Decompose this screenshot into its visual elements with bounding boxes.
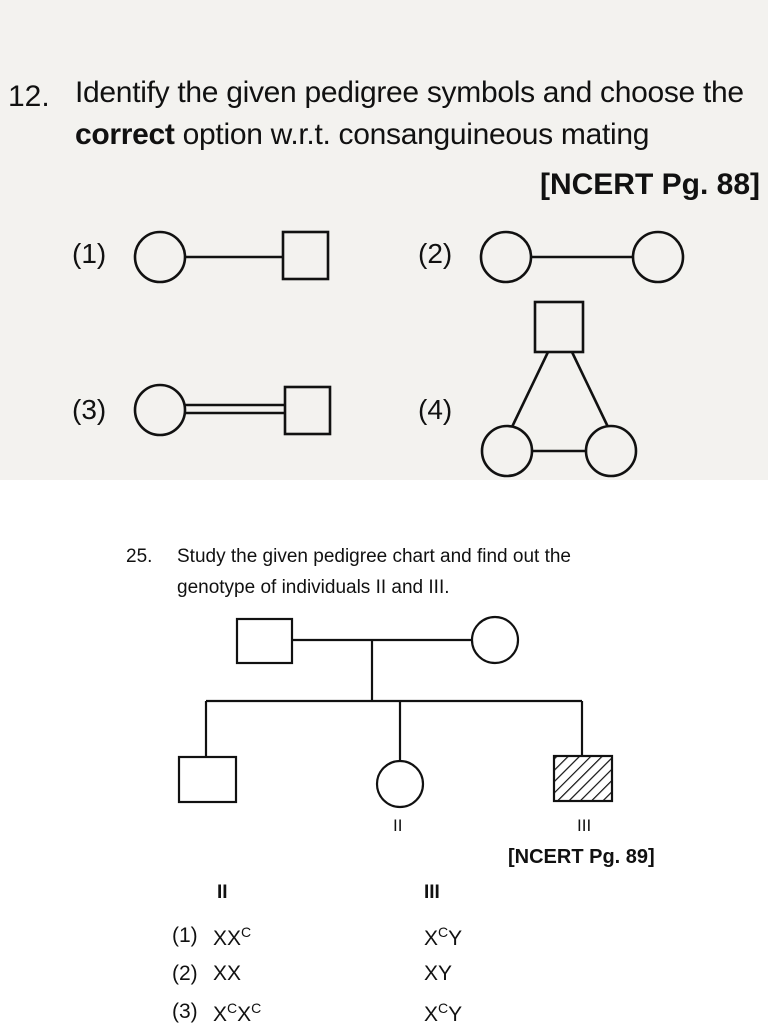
question-25-text-line2: genotype of individuals II and III. <box>177 577 450 598</box>
daughter-ii-symbol <box>375 759 425 809</box>
mother-symbol <box>470 615 520 665</box>
option-4-label: (4) <box>418 394 453 425</box>
option-2-label: (2) <box>418 238 453 269</box>
answer-2-genotype-ii: XX <box>213 962 242 985</box>
option-1-symbol <box>133 230 330 284</box>
father-symbol <box>235 617 294 665</box>
question-12-text-line2-rest: option w.r.t. consanguineous mating <box>174 118 650 151</box>
female-symbol <box>480 424 534 478</box>
male-symbol <box>283 385 332 436</box>
answer-1-genotype-iii: XCY <box>424 924 463 950</box>
female-symbol <box>479 230 533 284</box>
individual-iii-label: III <box>577 816 592 835</box>
answer-2-genotype-iii: XY <box>424 962 453 985</box>
question-25-number: 25. <box>126 546 153 567</box>
question-25-text-line1: Study the given pedigree chart and find … <box>177 546 571 567</box>
female-symbol <box>133 230 187 284</box>
son-affected-iii-symbol <box>552 754 614 803</box>
column-ii-header: II <box>217 882 228 903</box>
male-symbol <box>281 230 330 281</box>
question-12-text-line2: correct option w.r.t. consanguineous mat… <box>75 118 649 152</box>
female-symbol <box>133 383 187 437</box>
individual-ii-label: II <box>393 816 403 835</box>
question-12-text-line1: Identify the given pedigree symbols and … <box>75 76 744 109</box>
left-line <box>510 351 550 428</box>
emphasis-correct: correct <box>75 118 175 151</box>
question-25-reference: [NCERT Pg. 89] <box>508 846 655 868</box>
answer-1-genotype-ii: XXC <box>213 924 252 950</box>
column-iii-header: III <box>424 882 440 903</box>
question-12-number: 12. <box>8 80 50 113</box>
option-1-label: (1) <box>72 238 107 269</box>
question-12-reference: [NCERT Pg. 88] <box>539 168 760 201</box>
answer-1-number: (1) <box>172 924 198 947</box>
answer-3-genotype-iii: XCY <box>424 1000 463 1026</box>
option-3-label: (3) <box>72 394 107 425</box>
pedigree-chart <box>177 615 614 809</box>
answer-2-number: (2) <box>172 962 198 985</box>
option-3-symbol <box>133 383 332 437</box>
option-2-symbol <box>479 230 685 284</box>
son-normal-symbol <box>177 755 238 804</box>
male-symbol <box>533 300 585 354</box>
right-line <box>570 351 610 428</box>
female-symbol <box>631 230 685 284</box>
female-symbol <box>584 424 638 478</box>
option-4-symbol <box>480 300 638 478</box>
answer-3-number: (3) <box>172 1000 198 1023</box>
answer-3-genotype-ii: XCXC <box>213 1000 262 1026</box>
